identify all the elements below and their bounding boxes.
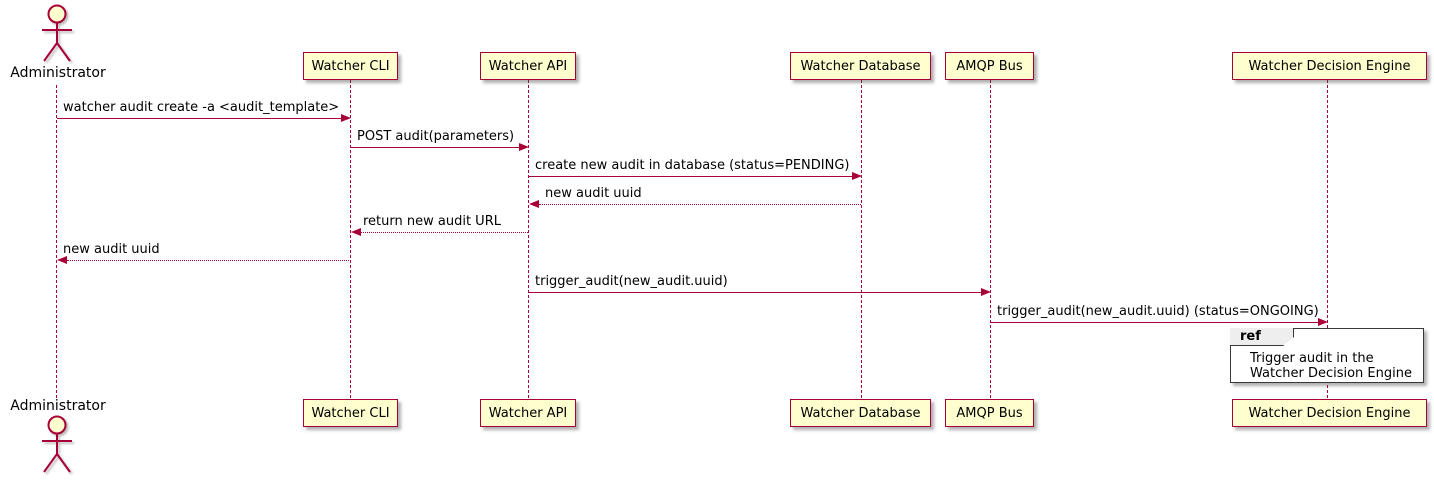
message-line <box>361 232 528 233</box>
message-label: watcher audit create -a <audit_template> <box>63 100 340 115</box>
lifeline-watcher-decision-engine <box>1327 80 1328 398</box>
arrowhead-right-icon <box>852 171 862 180</box>
participant-label: Watcher API <box>488 405 568 421</box>
participant-label: Watcher Database <box>800 405 921 421</box>
message-label: trigger_audit(new_audit.uuid) (status=ON… <box>997 304 1319 319</box>
participant-watcher-decision-engine-bottom: Watcher Decision Engine <box>1232 399 1427 427</box>
message-line <box>529 292 981 293</box>
message-label: create new audit in database (status=PEN… <box>535 158 850 173</box>
ref-keyword: ref <box>1230 328 1294 346</box>
lifeline-amqp-bus <box>990 80 991 398</box>
arrowhead-left-icon <box>351 227 361 236</box>
participant-label: Watcher Decision Engine <box>1248 58 1411 74</box>
arrowhead-right-icon <box>981 287 991 296</box>
participant-watcher-decision-engine-top: Watcher Decision Engine <box>1232 52 1427 80</box>
message-line <box>529 176 852 177</box>
participant-watcher-api-top: Watcher API <box>480 52 576 80</box>
participant-amqp-bus-top: AMQP Bus <box>945 52 1034 80</box>
arrowhead-right-icon <box>519 142 529 151</box>
ref-text-line1: Trigger audit in the <box>1250 351 1374 366</box>
arrowhead-right-icon <box>1318 317 1328 326</box>
participant-watcher-api-bottom: Watcher API <box>480 399 576 427</box>
actor-icon <box>42 415 72 473</box>
message-line <box>351 147 519 148</box>
participant-label: Watcher CLI <box>311 58 390 74</box>
lifeline-watcher-api <box>528 80 529 398</box>
message-label: trigger_audit(new_audit.uuid) <box>535 274 728 289</box>
participant-watcher-cli-bottom: Watcher CLI <box>303 399 398 427</box>
message-label: new audit uuid <box>545 186 642 201</box>
lifeline-watcher-database <box>861 80 862 398</box>
actor-administrator-bottom: Administrator <box>10 398 106 414</box>
participant-watcher-cli-top: Watcher CLI <box>303 52 398 80</box>
message-line <box>67 260 351 261</box>
participant-label: AMQP Bus <box>956 405 1023 421</box>
arrowhead-left-icon <box>57 255 67 264</box>
message-label: POST audit(parameters) <box>357 129 515 144</box>
participant-label: Watcher Database <box>800 58 921 74</box>
participant-label: AMQP Bus <box>956 58 1023 74</box>
message-line <box>57 118 341 119</box>
arrowhead-left-icon <box>529 199 539 208</box>
actor-administrator-top: Administrator <box>10 65 106 81</box>
message-line <box>991 322 1318 323</box>
message-label: new audit uuid <box>63 242 160 257</box>
participant-watcher-database-top: Watcher Database <box>790 52 931 80</box>
actor-icon <box>42 4 72 62</box>
ref-text-line2: Watcher Decision Engine <box>1250 366 1412 381</box>
arrowhead-right-icon <box>341 113 351 122</box>
message-line <box>539 204 861 205</box>
message-label: return new audit URL <box>363 214 501 229</box>
participant-label: Watcher CLI <box>311 405 390 421</box>
participant-amqp-bus-bottom: AMQP Bus <box>945 399 1034 427</box>
lifeline-administrator <box>56 85 57 398</box>
ref-fragment: ref Trigger audit in the Watcher Decisio… <box>1230 328 1424 383</box>
participant-watcher-database-bottom: Watcher Database <box>790 399 931 427</box>
participant-label: Watcher Decision Engine <box>1248 405 1411 421</box>
participant-label: Watcher API <box>488 58 568 74</box>
lifeline-watcher-cli <box>350 80 351 398</box>
